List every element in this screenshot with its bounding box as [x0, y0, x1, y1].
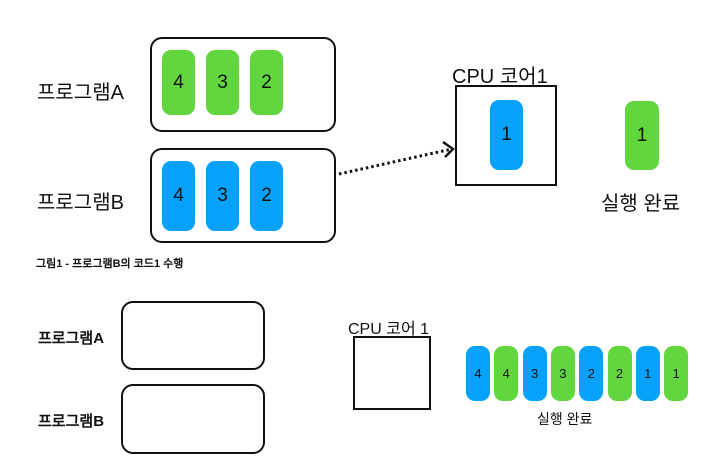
dotted-arrow-line [338, 147, 453, 176]
done-task-a: 1 [664, 346, 689, 401]
done-task-b: 3 [522, 346, 547, 401]
program-b-task: 2 [250, 161, 283, 231]
done-task-b: 1 [635, 346, 660, 401]
done-task-b: 4 [466, 346, 490, 401]
program-a-task: 3 [206, 50, 239, 115]
cpu-core-label: CPU 코어1 [452, 66, 548, 88]
cpu-core-label-2: CPU 코어 1 [348, 321, 430, 338]
program-b-label: 프로그램B [37, 192, 124, 214]
program-a-box-2 [121, 301, 265, 370]
cpu-running-task: 1 [490, 100, 523, 170]
program-a-task: 2 [250, 50, 283, 115]
done-task-a: 2 [607, 346, 632, 401]
program-a-label: 프로그램A [37, 82, 124, 104]
done-task: 1 [625, 101, 659, 170]
cpu-core-box-2 [353, 336, 431, 410]
arrow-head-icon [442, 140, 455, 158]
program-b-label-2: 프로그램B [38, 413, 105, 430]
done-label-2: 실행 완료 [537, 411, 593, 427]
program-a-label-2: 프로그램A [38, 330, 105, 347]
program-a-task: 4 [162, 50, 195, 115]
done-task-a: 3 [550, 346, 575, 401]
done-label: 실행 완료 [601, 193, 681, 215]
done-task-a: 4 [494, 346, 519, 401]
figure-caption: 그림1 - 프로그램B의 코드1 수행 [36, 258, 184, 270]
program-b-task: 3 [206, 161, 239, 231]
done-task-b: 2 [579, 346, 604, 401]
program-b-box-2 [121, 384, 265, 454]
program-b-task: 4 [162, 161, 195, 231]
